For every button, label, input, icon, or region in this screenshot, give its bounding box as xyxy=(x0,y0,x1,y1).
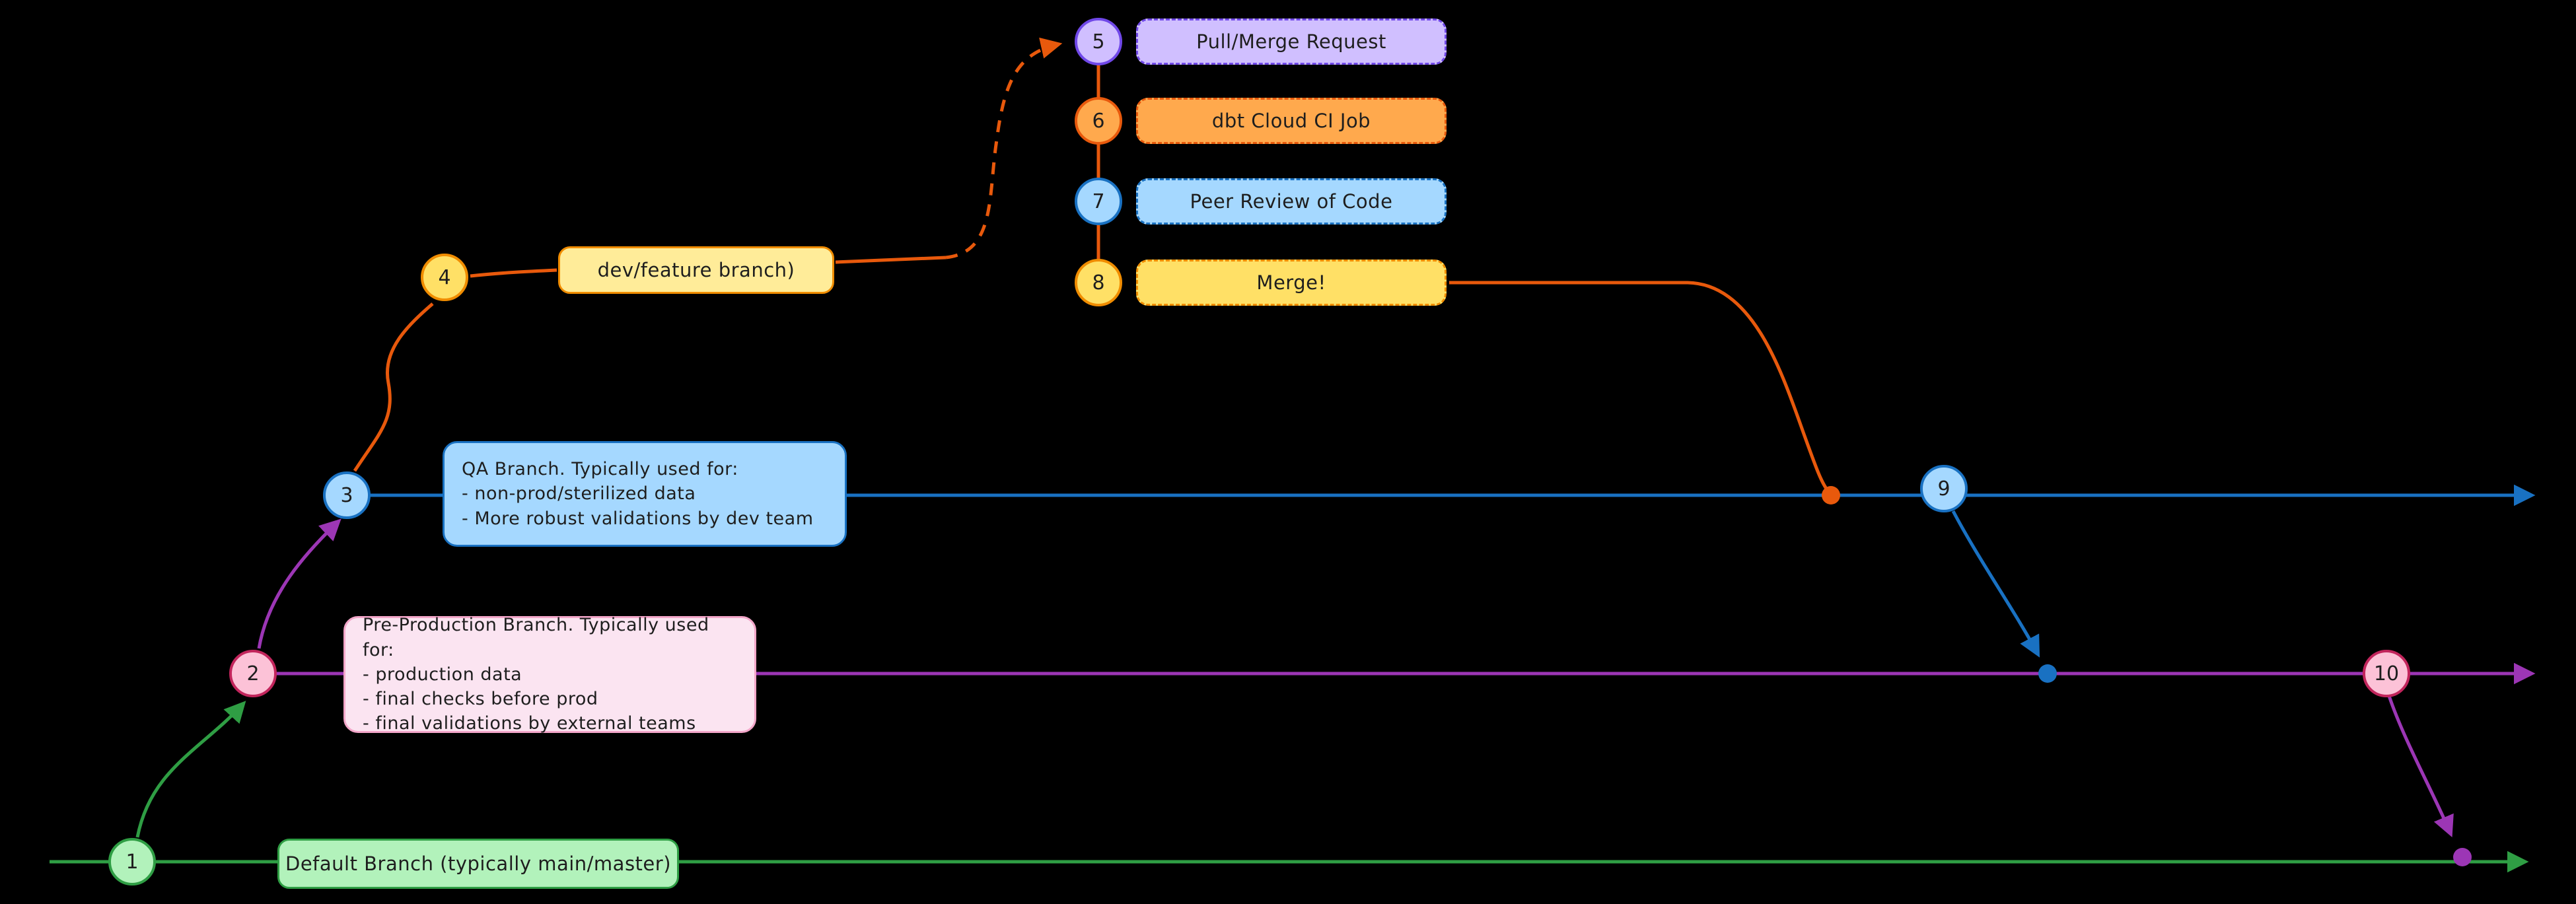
commit-node-6: 6 xyxy=(1075,97,1122,145)
default-branch-label: Default Branch (typically main/master) xyxy=(285,852,672,875)
commit-node-6-label: 6 xyxy=(1092,109,1105,133)
merge-dot-qa-into-preprod xyxy=(2038,664,2057,683)
step-box-dbt-cloud-ci-job: dbt Cloud CI Job xyxy=(1136,98,1447,144)
connector-qa-to-preprod-merge xyxy=(1951,510,2040,658)
commit-node-4: 4 xyxy=(421,254,468,301)
merge-dot-preprod-into-default xyxy=(2453,848,2472,866)
step-box-peer-review: Peer Review of Code xyxy=(1136,178,1447,225)
preprod-branch-title: Pre-Production Branch. Typically used fo… xyxy=(363,615,709,660)
connector-preprod-to-default-merge xyxy=(2387,695,2454,837)
commit-node-4-label: 4 xyxy=(438,265,451,289)
commit-node-5: 5 xyxy=(1075,18,1122,65)
commit-node-10: 10 xyxy=(2363,650,2410,697)
preprod-branch-bullet: - final validations by external teams xyxy=(363,713,696,734)
qa-branch-title: QA Branch. Typically used for: xyxy=(462,459,738,480)
merge-dot-feature-into-qa xyxy=(1822,486,1840,504)
step-box-pull-merge-request: Pull/Merge Request xyxy=(1136,18,1447,65)
commit-node-10-label: 10 xyxy=(2373,662,2400,685)
step-label-peer-review: Peer Review of Code xyxy=(1190,190,1393,213)
step-label-pull-merge-request: Pull/Merge Request xyxy=(1196,30,1386,53)
connector-feature-to-steps-dashed xyxy=(945,37,1063,260)
commit-node-1-label: 1 xyxy=(125,850,139,874)
preprod-branch-bullet: - final checks before prod xyxy=(363,689,598,710)
preprod-branch-label-box: Pre-Production Branch. Typically used fo… xyxy=(343,615,756,734)
connector-feature-label-out xyxy=(835,256,947,264)
commit-node-3: 3 xyxy=(323,471,371,519)
commit-node-8-label: 8 xyxy=(1092,271,1105,295)
step-label-dbt-cloud-ci-job: dbt Cloud CI Job xyxy=(1211,110,1371,132)
commit-node-9-label: 9 xyxy=(1937,477,1950,501)
commit-node-2: 2 xyxy=(229,650,277,697)
qa-branch-label-box: QA Branch. Typically used for: - non-pro… xyxy=(443,441,847,547)
preprod-branch-bullet: - production data xyxy=(363,664,522,685)
commit-node-3-label: 3 xyxy=(340,483,353,507)
commit-node-7: 7 xyxy=(1075,178,1122,225)
feature-branch-label: dev/feature branch) xyxy=(597,259,795,281)
step-box-merge: Merge! xyxy=(1136,260,1447,306)
commit-node-2-label: 2 xyxy=(246,662,260,685)
default-branch-label-box: Default Branch (typically main/master) xyxy=(277,839,679,889)
commit-node-7-label: 7 xyxy=(1092,190,1105,213)
connector-preprod-to-qa xyxy=(257,518,341,649)
commit-node-1: 1 xyxy=(108,838,156,886)
step-label-merge: Merge! xyxy=(1256,271,1326,294)
connector-node4-to-feature-label xyxy=(470,268,557,278)
qa-branch-bullet: - non-prod/sterilized data xyxy=(462,483,696,504)
connector-merge-to-qa xyxy=(1449,281,1830,493)
commit-node-9: 9 xyxy=(1920,465,1968,512)
connector-default-to-preprod xyxy=(135,701,246,838)
feature-branch-label-box: dev/feature branch) xyxy=(558,246,834,294)
commit-node-8: 8 xyxy=(1075,259,1122,306)
qa-branch-bullet: - More robust validations by dev team xyxy=(462,508,814,529)
connector-qa-to-feature xyxy=(353,302,434,472)
commit-node-5-label: 5 xyxy=(1092,30,1105,53)
